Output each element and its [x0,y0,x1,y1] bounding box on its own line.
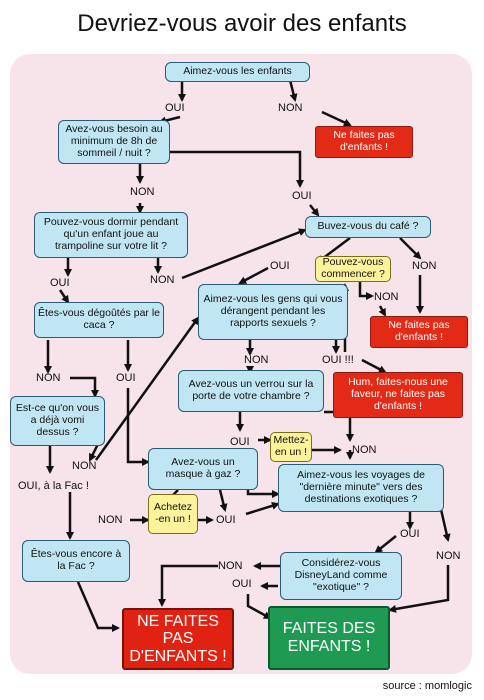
label-non: NON [72,460,97,472]
final-faites-des-enfants: FAITES DES ENFANTS ! [268,606,390,670]
label-non: NON [150,274,175,286]
label-oui: OUI [116,372,136,384]
result-ne-faites-pas-1: Ne faites pas d'enfants ! [315,126,413,158]
label-oui: OUI [50,277,70,289]
label-oui: OUI [230,436,250,448]
label-non: NON [130,186,155,198]
question-disney: Considérez-vous DisneyLand comme "exotiq… [280,552,402,600]
label-oui: OUI [270,260,290,272]
question-sommeil: Avez-vous besoin au minimum de 8h de som… [58,120,170,164]
yellow-mettez-en-un: Mettez-en un ! [270,432,312,462]
arrow [170,150,304,188]
label-non: NON [244,354,269,366]
question-vomi: Est-ce qu'on vous a déjà vomi dessus ? [10,396,105,446]
arrow [321,110,352,127]
label-oui-fac: OUI, à la Fac ! [18,480,89,492]
question-caca: Êtes-vous dégoûtés par le caca ? [34,302,164,338]
label-non: NON [374,291,399,303]
label-oui: OUI [400,528,420,540]
arrow [181,228,307,280]
label-non: NON [36,372,61,384]
question-fac: Êtes-vous encore à la Fac ? [22,540,130,582]
arrow [378,305,387,317]
question-aimez-enfants: Aimez-vous les enfants [165,62,310,82]
label-non: NON [436,550,461,562]
label-oui: OUI !!! [322,354,354,366]
arrow [361,358,387,374]
final-ne-faites-pas: NE FAITES PAS D'ENFANTS ! [122,608,234,670]
label-oui: OUI [292,190,312,202]
arrow [374,535,397,554]
yellow-pouvez-commencer: Pouvez-vous commencer ? [315,256,391,282]
arrow [218,489,228,512]
arrow [76,581,120,632]
arrow [309,204,320,217]
question-trampoline: Pouvez-vous dormir pendant qu'un enfant … [34,212,188,258]
arrow [245,501,280,516]
label-non: NON [218,560,243,572]
diagram-title: Devriez-vous avoir des enfants [77,10,407,37]
label-oui: OUI [232,578,252,590]
label-non: NON [352,444,377,456]
question-verrou: Avez-vous un verrou sur la porte de votr… [178,370,324,412]
question-masque: Avez-vous un masque à gaz ? [148,448,258,490]
result-hum: Hum, faites-nous une faveur, ne faites p… [333,372,463,418]
arrow [358,280,374,300]
arrow [388,565,450,613]
arrow [70,376,99,398]
arrow [238,266,269,285]
arrow [246,594,272,620]
arrow [58,289,70,304]
label-non: NON [412,260,437,272]
arrow [158,564,218,607]
yellow-achetez-en-un: Achetez -en un ! [148,494,198,534]
question-voyages: Aimez-vous les voyages de "dernière minu… [278,464,444,512]
label-oui: OUI [165,102,185,114]
label-non: NON [98,514,123,526]
label-oui: OUI [216,514,236,526]
label-non: NON [278,102,303,114]
arrow [94,316,200,461]
question-derangent: Aimez-vous les gens qui vous dérangent p… [198,284,348,340]
result-ne-faites-pas-2: Ne faites pas d'enfants ! [370,316,468,348]
arrow [399,237,422,260]
arrow [126,388,150,466]
source-credit: source : momlogic [382,680,472,692]
arrow [288,79,298,102]
question-cafe: Buvez-vous du café ? [305,216,431,238]
